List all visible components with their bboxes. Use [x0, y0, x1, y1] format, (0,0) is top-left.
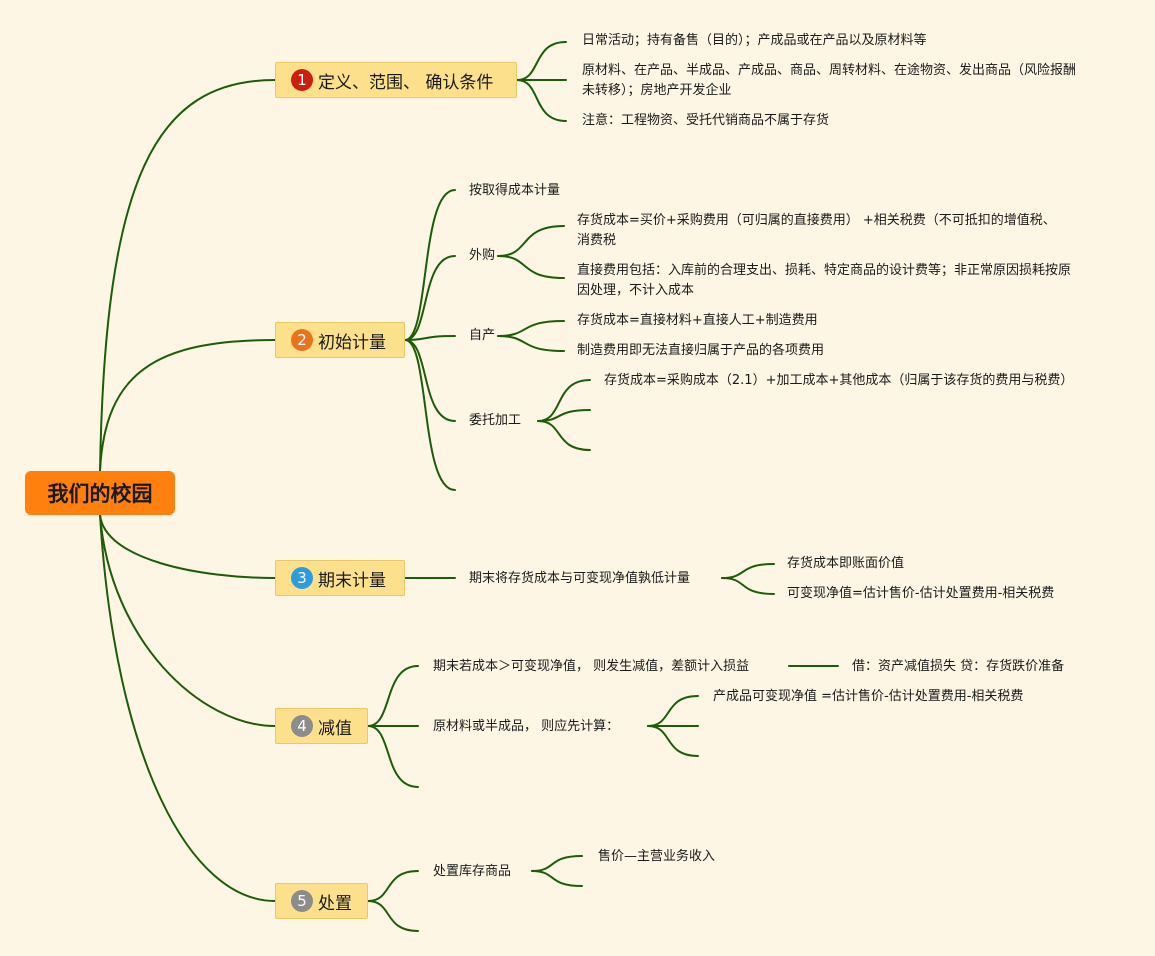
subtopic-label: 原材料或半成品， 则应先计算：	[433, 719, 620, 734]
connector-line	[99, 514, 276, 902]
detail-text: 存货成本=买价+采购费用（可归属的直接费用） +相关税费（不可抵扣的增值税、消费…	[577, 213, 1056, 248]
subtopic-label: 按取得成本计量	[469, 183, 561, 198]
connector-line	[497, 255, 565, 279]
connector-line	[516, 41, 567, 81]
topic-label: 初始计量	[318, 332, 386, 353]
connector-line	[404, 255, 456, 341]
subtopic-label: 委托加工	[469, 413, 522, 428]
connector-line	[531, 855, 583, 872]
subtopic-label: 期末若成本＞可变现净值， 则发生减值，差额计入损益	[433, 659, 750, 674]
detail-text: 可变现净值=估计售价-估计处置费用-相关税费	[787, 586, 1055, 601]
topic-impairment[interactable]: 4 减值	[275, 708, 368, 744]
topic-label: 期末计量	[318, 570, 386, 591]
topic-initial-measurement[interactable]: 2 初始计量	[275, 322, 405, 358]
connector-line	[647, 695, 699, 727]
connector-line	[99, 339, 276, 472]
connector-line	[404, 335, 456, 341]
topic-label: 减值	[318, 718, 352, 739]
topic-label: 处置	[318, 893, 352, 914]
detail-text: 借：资产减值损失 贷：存货跌价准备	[852, 659, 1065, 674]
connector-line	[367, 665, 419, 727]
detail-text: 存货成本=直接材料+直接人工+制造费用	[577, 313, 818, 328]
detail-text: 原材料、在产品、半成品、产成品、商品、周转材料、在途物资、发出商品（风险报酬未转…	[582, 63, 1077, 98]
connector-line	[497, 225, 565, 257]
connector-line	[99, 79, 276, 472]
connector-line	[367, 870, 419, 902]
connector-line	[99, 514, 276, 579]
number-badge: 5	[291, 890, 313, 912]
detail-text: 存货成本=采购成本（2.1）+加工成本+其他成本（归属于该存货的费用与税费）	[604, 373, 1074, 388]
detail-text: 产成品可变现净值 =估计售价-估计处置费用-相关税费	[713, 689, 1024, 704]
detail-text: 存货成本即账面价值	[787, 556, 905, 571]
subtopic-label: 处置库存商品	[433, 864, 512, 879]
topic-definition[interactable]: 1 定义、范围、 确认条件	[275, 62, 517, 98]
connector-line	[537, 379, 591, 422]
detail-text: 制造费用即无法直接归属于产品的各项费用	[577, 343, 825, 358]
topic-disposal[interactable]: 5 处置	[275, 883, 368, 919]
connector-line	[404, 339, 456, 422]
connector-line	[497, 335, 565, 352]
number-badge: 4	[291, 715, 313, 737]
connector-line	[721, 577, 775, 595]
number-badge: 3	[291, 567, 313, 589]
subtopic-label: 外购	[469, 248, 496, 263]
subtopic-label: 期末将存货成本与可变现净值孰低计量	[469, 571, 691, 586]
connector-line	[404, 189, 456, 341]
connector-line	[99, 514, 276, 727]
connector-line	[516, 79, 567, 122]
connector-line	[497, 320, 565, 337]
connector-line	[531, 870, 583, 887]
topic-label: 定义、范围、 确认条件	[318, 72, 494, 93]
detail-text: 直接费用包括：入库前的合理支出、损耗、特定商品的设计费等；非正常原因损耗按原因处…	[577, 263, 1072, 298]
connector-line	[404, 339, 456, 491]
detail-text: 日常活动；持有备售（目的）；产成品或在产品以及原材料等	[582, 33, 927, 48]
root-node[interactable]: 我们的校园	[25, 471, 175, 515]
topic-period-end-measurement[interactable]: 3 期末计量	[275, 560, 405, 596]
number-badge: 2	[291, 329, 313, 351]
connector-line	[367, 725, 419, 788]
connector-line	[721, 563, 775, 579]
connector-line	[537, 420, 591, 451]
detail-text: 注意：工程物资、受托代销商品不属于存货	[582, 113, 830, 128]
connector-line	[647, 725, 699, 757]
detail-text: 售价—主营业务收入	[598, 849, 716, 864]
number-badge: 1	[291, 69, 313, 91]
subtopic-label: 自产	[469, 328, 496, 343]
connector-line	[367, 900, 419, 932]
